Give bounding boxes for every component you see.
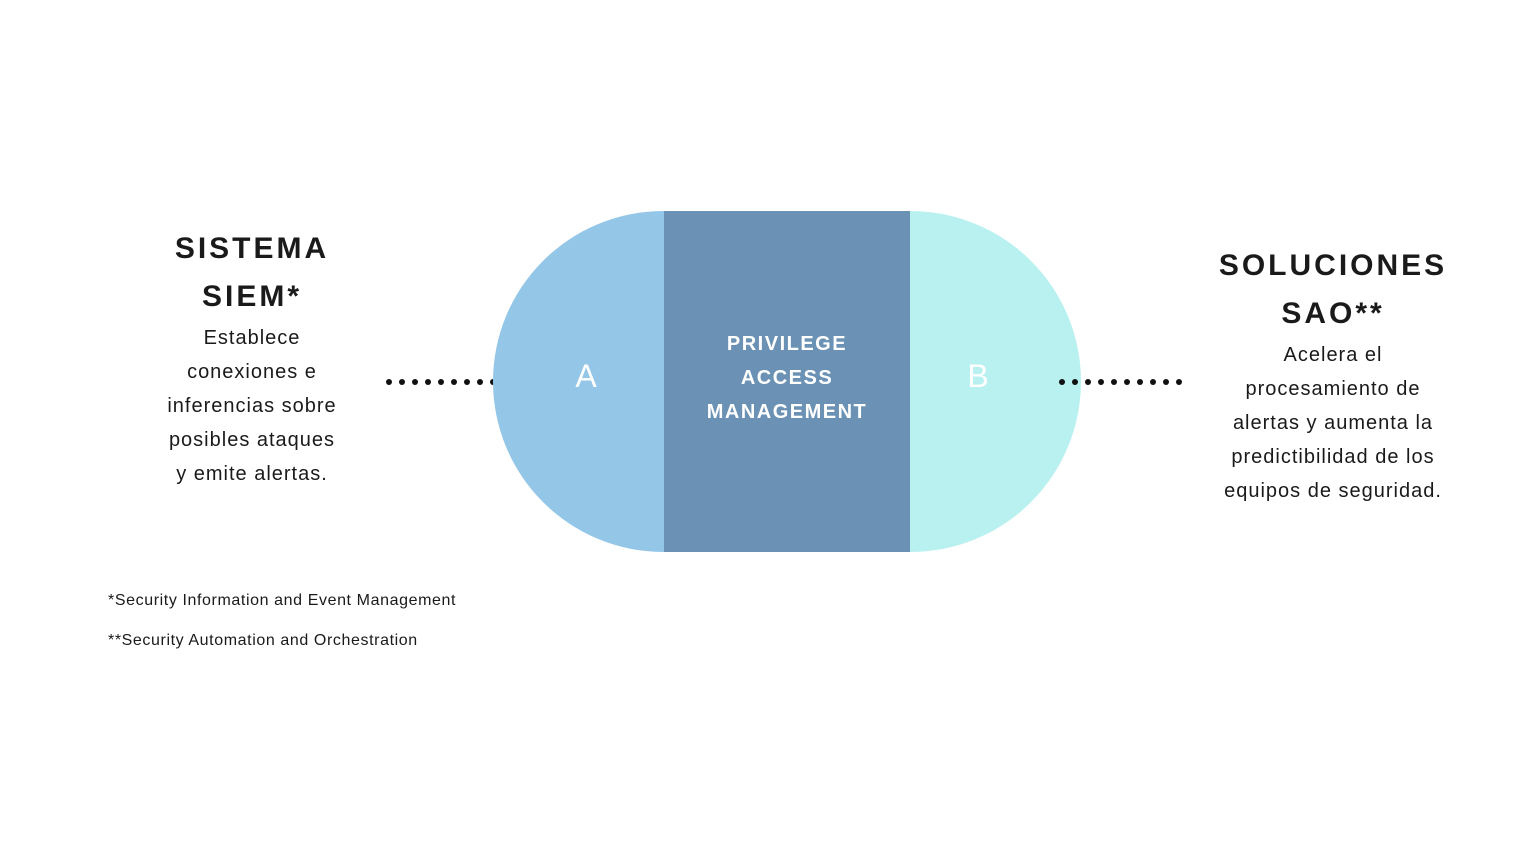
sao-desc-line-2: procesamiento de: [1245, 378, 1421, 400]
siem-desc-line-4: posibles ataques: [168, 429, 336, 451]
siem-title-line-1: SISTEMA: [174, 232, 330, 265]
connector-dot: [1150, 379, 1156, 385]
connector-dot: [1137, 379, 1143, 385]
connector-dot: [438, 379, 444, 385]
center-label: PRIVILEGE ACCESS MANAGEMENT: [664, 327, 910, 429]
center-label-line-1: PRIVILEGE: [726, 333, 848, 355]
connector-dot: [1085, 379, 1091, 385]
connector-dot: [1098, 379, 1104, 385]
left-dotted-connector: [386, 379, 509, 385]
connector-dot: [425, 379, 431, 385]
sao-title-line-1: SOLUCIONES: [1218, 249, 1448, 282]
sao-desc-line-5: equipos de seguridad.: [1224, 480, 1442, 502]
connector-dot: [1059, 379, 1065, 385]
connector-dot: [1176, 379, 1182, 385]
connector-dot: [412, 379, 418, 385]
siem-desc-line-1: Establece: [203, 327, 301, 349]
siem-desc-line-3: inferencias sobre: [167, 395, 337, 417]
connector-dot: [1111, 379, 1117, 385]
siem-desc-line-2: conexiones e: [187, 361, 317, 383]
sao-desc-line-4: predictibilidad de los: [1231, 446, 1435, 468]
connector-dot: [451, 379, 457, 385]
sao-desc-line-3: alertas y aumenta la: [1232, 412, 1434, 434]
connector-dot: [1124, 379, 1130, 385]
connector-dot: [1072, 379, 1078, 385]
label-a: A: [575, 358, 597, 394]
sao-block: SOLUCIONES SAO** Acelera el procesamient…: [1193, 242, 1473, 508]
connector-dot: [477, 379, 483, 385]
footnote-sao: **Security Automation and Orchestration: [108, 632, 418, 649]
siem-block: SISTEMA SIEM* Establece conexiones e inf…: [132, 225, 372, 491]
connector-dot: [464, 379, 470, 385]
right-dotted-connector: [1059, 379, 1182, 385]
sao-desc-line-1: Acelera el: [1283, 344, 1383, 366]
connector-dot: [386, 379, 392, 385]
siem-title-line-2: SIEM*: [201, 280, 303, 313]
connector-dot: [1163, 379, 1169, 385]
footnote-siem: *Security Information and Event Manageme…: [108, 592, 457, 609]
sao-title-line-2: SAO**: [1281, 297, 1385, 330]
siem-desc-line-5: y emite alertas.: [176, 463, 328, 485]
label-b: B: [967, 358, 989, 394]
center-rectangle: [664, 211, 910, 552]
center-label-line-2: ACCESS: [740, 367, 834, 389]
center-label-line-3: MANAGEMENT: [706, 401, 868, 423]
connector-dot: [399, 379, 405, 385]
